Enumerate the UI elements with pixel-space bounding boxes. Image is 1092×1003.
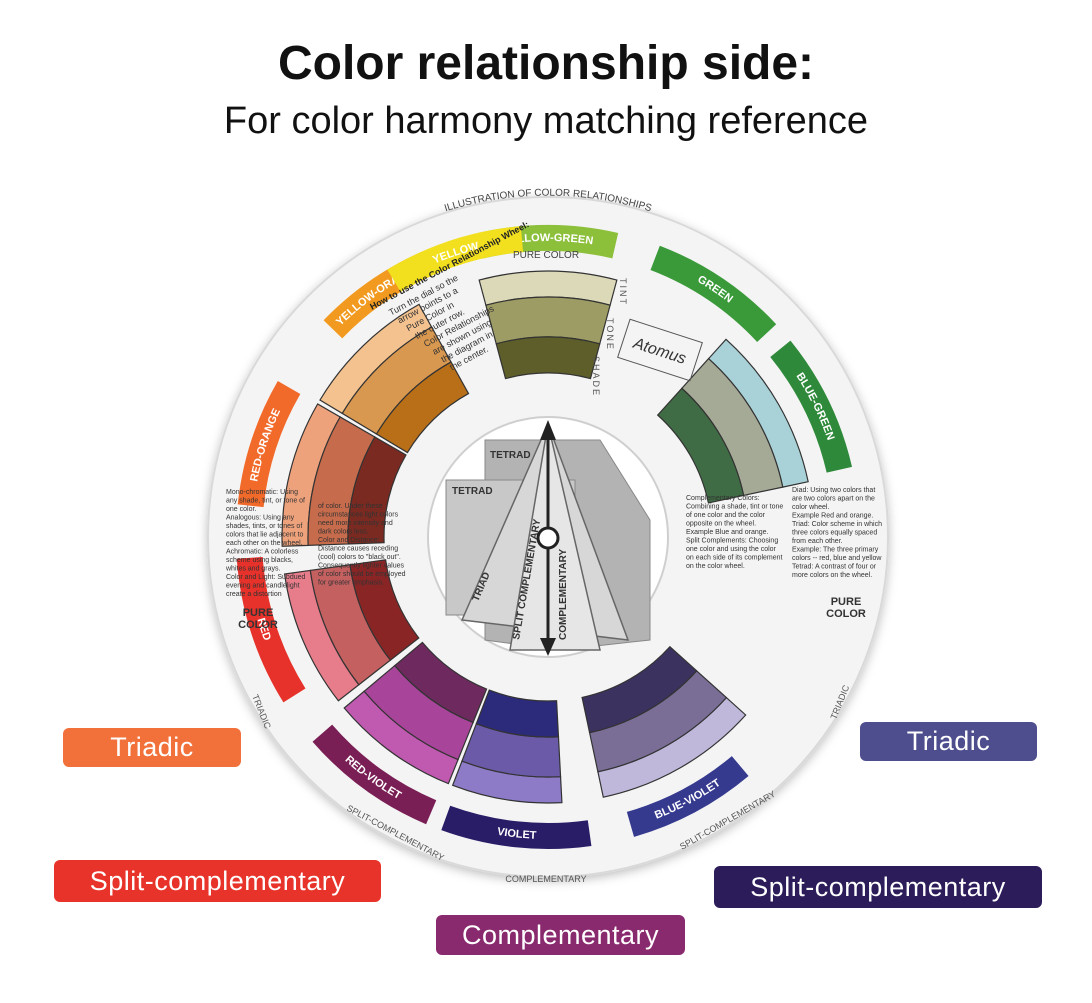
wheel-text-line: Complementary Colors:: [686, 495, 760, 502]
segment-green: [650, 245, 777, 342]
inner-segments: [281, 270, 809, 804]
wheel-text-line: on each side of its complement: [686, 555, 783, 562]
wheel-text-line: Diad: Using two colors that: [792, 487, 875, 494]
segment-violet: [441, 805, 592, 849]
wheel-text-line: of one color and the color: [686, 512, 766, 519]
segment-blue-green: [770, 340, 853, 473]
wheel-text-line: need more intensity and: [318, 520, 393, 527]
wheel-text-line: shades, tints, or tones of: [226, 523, 302, 530]
wheel-text-line: more colors on the wheel.: [792, 572, 872, 579]
tint-block: [375, 361, 470, 454]
wheel-text-line: Consequently lighter values: [318, 563, 404, 570]
tint-block: [581, 645, 698, 734]
center-pin[interactable]: [536, 526, 560, 550]
wheel-text-line: Distance causes receding: [318, 546, 398, 553]
segment-label: YELLOW-GREEN: [502, 232, 594, 247]
wheel-text-line: of color should be employed: [318, 571, 406, 578]
wheel-text-line: Tetrad: A contrast of four or: [792, 564, 877, 571]
segment-blue-violet: [626, 756, 749, 837]
wheel-text-line: opposite on the wheel.: [686, 521, 756, 528]
wheel-text-line: any shade, tint, or tone of: [226, 498, 305, 505]
tint-block: [347, 436, 407, 545]
tint-block: [349, 559, 420, 661]
wheel-text-line: dark colors less.: [318, 529, 369, 536]
wheel-text-line: on the color wheel.: [686, 563, 745, 570]
tag-triadic-right: Triadic: [860, 722, 1037, 761]
tint-block: [475, 689, 560, 738]
pure-color-label-left-2: COLOR: [238, 619, 278, 631]
pure-color-label-top: PURE COLOR: [513, 250, 579, 261]
center-label-complementary: COMPLEMENTARY: [558, 549, 569, 640]
wheel-text-line: Example: The three primary: [792, 547, 879, 554]
wheel-text-line: circumstances light colors: [318, 512, 399, 519]
wheel-text-line: one color.: [226, 506, 256, 513]
wheel-text-line: colors that lie adjacent to: [226, 532, 304, 539]
wheel-text-line: Color and Light: Subdued: [226, 574, 305, 581]
arrow-head-top: [540, 420, 556, 440]
wheel-text-line: Example Red and orange.: [792, 513, 873, 520]
wheel-text-line: scheme using blacks,: [226, 557, 293, 564]
brand-box: [617, 318, 703, 382]
segment-red: [236, 556, 306, 703]
wheel-text-line: Example Blue and orange.: [686, 529, 769, 536]
tag-triadic-left: Triadic: [63, 728, 241, 767]
wheel-text-line: for greater emphasis.: [318, 580, 384, 587]
wheel-text-line: of color. Under these: [318, 503, 383, 510]
right-text-block: Complementary Colors: Combining a shade, …: [686, 495, 783, 570]
wheel-text-line: Combining a shade, tint or tone: [686, 504, 783, 511]
wheel-text-line: color wheel.: [792, 504, 829, 511]
wheel-text-line: Triad: Color scheme in which: [792, 521, 882, 528]
pure-color-label-left-1: PURE: [243, 607, 274, 619]
left-text-block: Mono-chromatic: Using any shade, tint, or…: [225, 489, 305, 598]
wheel-text-line: create a distortion: [226, 591, 282, 598]
pure-color-label-right-2: COLOR: [826, 608, 866, 620]
complementary-sub: COMPLEMENTARY: [505, 874, 586, 884]
wheel-text-line: (cool) colors to "black out".: [318, 554, 401, 561]
wheel-text-line: each other on the wheel.: [226, 540, 303, 547]
shade-label-top: SHADE: [591, 356, 601, 397]
wheel-text-line: Analogous: Using any: [226, 515, 295, 522]
wheel-text-line: Split Complements: Choosing: [686, 538, 778, 545]
tone-label-top: TONE: [605, 318, 615, 351]
wheel-text-line: one color and using the color: [686, 546, 777, 553]
page-subtitle: For color harmony matching reference: [223, 100, 869, 142]
tint-block: [393, 641, 488, 724]
segment-red-violet: [312, 724, 437, 825]
wheel-text-line: Mono-chromatic: Using: [226, 489, 298, 496]
tint-block: [495, 336, 601, 380]
center-label-tetrad-left: TETRAD: [452, 486, 493, 497]
left-text-block-2: of color. Under these circumstances light…: [318, 503, 406, 587]
tint-label-top: TINT: [618, 278, 628, 306]
wheel-text-line: are two colors apart on the: [792, 496, 875, 503]
segment-red-orange: [237, 381, 301, 508]
segment-label: VIOLET: [496, 826, 537, 842]
tag-split-left: Split-complementary: [54, 860, 381, 902]
wheel-text-line: colors -- red, blue and yellow: [792, 555, 882, 562]
segment-yellow: [387, 226, 524, 292]
wheel-text-line: three colors equally spaced: [792, 530, 877, 537]
arrow-head-bottom: [540, 638, 556, 656]
wheel-text-line: from each other.: [792, 538, 843, 545]
pure-color-label-right-1: PURE: [831, 596, 862, 608]
center-label-tetrad-top: TETRAD: [490, 450, 531, 461]
tag-complementary: Complementary: [436, 915, 685, 955]
wheel-text-line: whites and grays.: [225, 566, 281, 573]
page-title: Color relationship side:: [277, 37, 815, 90]
tint-block: [656, 387, 745, 504]
wheel-text-line: evening and candlelight: [226, 583, 300, 590]
wheel-text-line: Color and Distance:: [318, 537, 380, 544]
tag-split-right: Split-complementary: [714, 866, 1042, 908]
right-text-block-2: Diad: Using two colors that are two color…: [792, 487, 882, 579]
wheel-text-line: Achromatic: A colorless: [226, 549, 299, 556]
